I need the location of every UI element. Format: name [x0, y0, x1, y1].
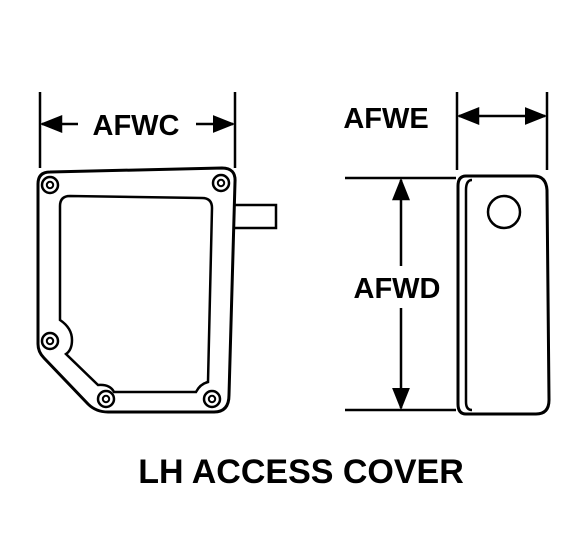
side-view: AFWE AFWD [343, 92, 551, 416]
screw-middle-left [40, 331, 60, 351]
depth-label: AFWE [343, 103, 428, 135]
cover-outer-outline [36, 166, 237, 414]
side-tab [233, 203, 278, 230]
height-label: AFWD [354, 273, 441, 305]
side-port-circle [486, 194, 522, 230]
screw-bottom-right [202, 389, 222, 409]
cover-inner-outline [58, 194, 214, 394]
side-flange-line [464, 178, 473, 412]
diagram-title: LH ACCESS COVER [138, 453, 464, 491]
screw-bottom-left [96, 389, 116, 409]
front-view: AFWC [36, 92, 278, 414]
width-label: AFWC [93, 110, 180, 142]
screw-top-left [40, 175, 60, 195]
side-body-outline [456, 174, 551, 416]
screw-top-right [211, 173, 231, 193]
